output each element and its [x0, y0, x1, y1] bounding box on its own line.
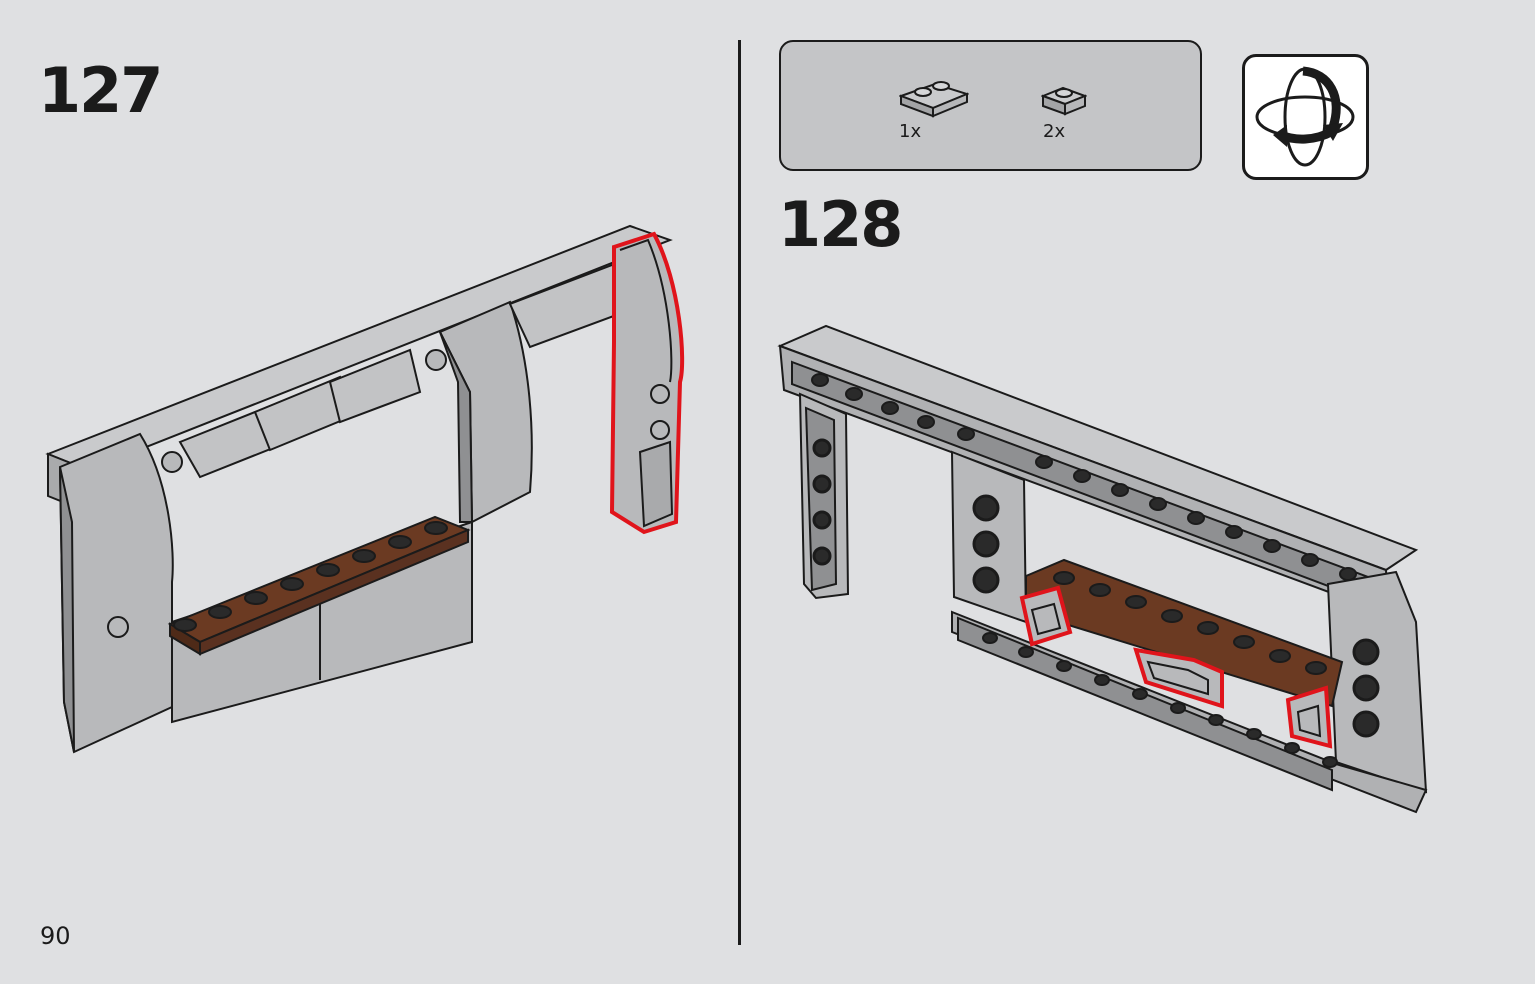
step-number-128: 128: [778, 188, 903, 261]
plate-1x1-light-gray-icon: [1041, 82, 1087, 118]
page-number: 90: [40, 922, 71, 950]
parts-callout: 1x 2x: [779, 40, 1202, 171]
part-quantity-2: 2x: [1043, 121, 1066, 142]
plate-1x2-light-gray-icon: [899, 76, 969, 118]
step-127-model-illustration: [40, 222, 700, 772]
rotate-model-indicator: [1242, 54, 1369, 180]
part-quantity-1: 1x: [899, 121, 922, 142]
rotate-model-icon: [1255, 66, 1355, 167]
step-number-127: 127: [38, 54, 163, 127]
step-128-model-illustration: [776, 322, 1446, 827]
page-divider: [738, 40, 741, 945]
